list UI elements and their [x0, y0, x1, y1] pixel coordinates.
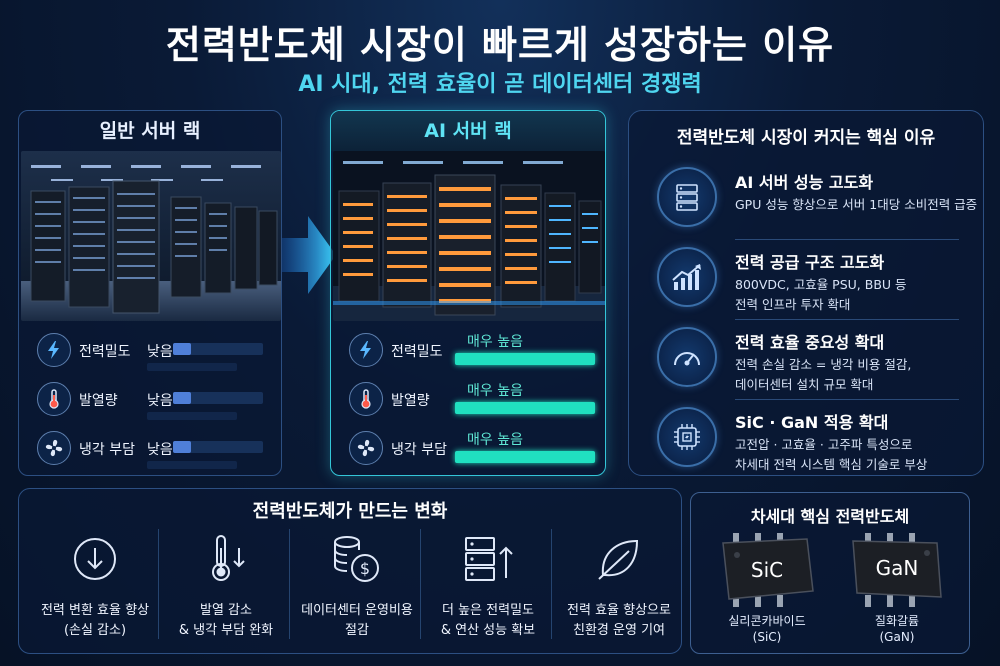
general-rack-image: [21, 151, 281, 321]
next-gen-title: 차세대 핵심 전력반도체: [750, 507, 910, 526]
reason-title: SiC · GaN 적용 확대: [735, 413, 889, 432]
metric-bar-shadow: [147, 412, 237, 420]
coins-dollar-icon: $: [291, 529, 423, 589]
metric-bar: [455, 353, 595, 365]
metric-bar: [455, 402, 595, 414]
svg-text:$: $: [360, 559, 370, 578]
metric-value: 낮음: [147, 393, 173, 409]
change-text: 발열 감소 & 냉각 부담 완화: [178, 603, 274, 638]
gauge-icon: [657, 327, 717, 387]
metric-label: 전력밀도: [391, 344, 443, 360]
changes-title: 전력반도체가 만드는 변화: [252, 501, 448, 522]
ai-rack-title: AI 서버 랙: [331, 111, 605, 151]
transition-arrow-icon: [282, 210, 338, 300]
metric-row: 냉각 부담 매우 높음: [349, 427, 595, 467]
metric-label: 전력밀도: [79, 344, 131, 360]
change-item: 전력 효율 향상으로 친환경 운영 기여: [553, 529, 685, 649]
core-reasons-panel: 전력반도체 시장이 커지는 핵심 이유 AI 서버 성능 고도화 GPU 성능 향…: [628, 110, 984, 476]
change-text: 전력 효율 향상으로 친환경 운영 기여: [567, 603, 671, 638]
metric-label: 발열량: [79, 393, 118, 409]
gan-chip-label: 질화갈륨 (GaN): [874, 614, 920, 644]
gan-chip-icon: GaN: [843, 529, 953, 611]
metric-label: 냉각 부담: [391, 442, 447, 458]
next-gen-panel: 차세대 핵심 전력반도체 SiC GaN 실리콘카바이드 (SiC) 질화갈륨 …: [690, 492, 970, 654]
down-arrow-circle-icon: [29, 529, 161, 589]
change-text: 더 높은 전력밀도 & 연산 성능 확보: [440, 603, 536, 638]
general-rack-title: 일반 서버 랙: [99, 120, 201, 142]
metric-row: 전력밀도 낮음: [37, 329, 271, 371]
metric-bar-shadow: [147, 363, 237, 371]
reason-title: 전력 효율 중요성 확대: [735, 333, 885, 352]
gan-chip-mark: GaN: [876, 556, 919, 580]
metric-value: 매우 높음: [467, 432, 523, 448]
lightning-icon: [349, 333, 383, 367]
metric-value: 낮음: [147, 344, 173, 360]
ai-rack-panel: AI 서버 랙: [330, 110, 606, 476]
reason-desc: 고전압 · 고효율 · 고주파 특성으로 차세대 전력 시스템 핵심 기술로 부…: [735, 437, 928, 472]
metric-bar-fill: [455, 402, 595, 414]
metric-row: 발열량 매우 높음: [349, 378, 595, 418]
metric-bar-fill: [173, 343, 191, 355]
fan-icon: [37, 431, 71, 465]
metric-bar: [173, 343, 263, 355]
metric-row: 전력밀도 매우 높음: [349, 329, 595, 369]
growth-chart-icon: [657, 247, 717, 307]
thermometer-icon: [349, 382, 383, 416]
reason-desc: 전력 손실 감소 = 냉각 비용 절감, 데이터센터 설치 규모 확대: [735, 357, 912, 392]
sic-chip-label: 실리콘카바이드 (SiC): [728, 614, 806, 644]
metric-bar-shadow: [147, 461, 237, 469]
metric-bar: [455, 451, 595, 463]
reason-item: AI 서버 성능 고도화 GPU 성능 향상으로 서버 1대당 소비전력 급증: [645, 161, 977, 241]
change-item: 더 높은 전력밀도 & 연산 성능 확보: [422, 529, 554, 649]
metric-value: 낮음: [147, 442, 173, 458]
leaf-icon: [553, 529, 685, 589]
change-item: 발열 감소 & 냉각 부담 완화: [160, 529, 292, 649]
page-title: 전력반도체 시장이 빠르게 성장하는 이유: [165, 23, 835, 67]
metric-value: 매우 높음: [467, 383, 523, 399]
ai-rack-image: [333, 151, 605, 321]
reason-desc: GPU 성능 향상으로 서버 1대당 소비전력 급증: [735, 197, 978, 212]
thermometer-icon: [37, 382, 71, 416]
sic-chip-icon: SiC: [711, 529, 821, 611]
metric-value: 매우 높음: [467, 334, 523, 350]
server-icon: [657, 167, 717, 227]
core-reasons-title: 전력반도체 시장이 커지는 핵심 이유: [676, 128, 936, 148]
chip-icon: [657, 407, 717, 467]
reason-title: AI 서버 성능 고도화: [735, 173, 874, 192]
page-subtitle: AI 시대, 전력 효율이 곧 데이터센터 경쟁력: [298, 72, 702, 97]
change-divider: [289, 529, 290, 639]
server-up-icon: [422, 529, 554, 589]
metric-bar-fill: [455, 451, 595, 463]
reason-divider: [735, 239, 959, 240]
change-text: 전력 변환 효율 향상 (손실 감소): [40, 603, 150, 638]
change-divider: [158, 529, 159, 639]
metric-label: 냉각 부담: [79, 442, 135, 458]
reason-divider: [735, 399, 959, 400]
change-item: $ 데이터센터 운영비용 절감: [291, 529, 423, 649]
change-item: 전력 변환 효율 향상 (손실 감소): [29, 529, 161, 649]
lightning-icon: [37, 333, 71, 367]
change-text: 데이터센터 운영비용 절감: [301, 603, 413, 638]
changes-panel: 전력반도체가 만드는 변화 전력 변환 효율 향상 (손실 감소) 발열 감소 &…: [18, 488, 682, 654]
reason-item: 전력 공급 구조 고도화 800VDC, 고효율 PSU, BBU 등 전력 인프…: [645, 241, 969, 321]
metric-bar: [173, 441, 263, 453]
fan-icon: [349, 431, 383, 465]
change-divider: [551, 529, 552, 639]
reason-title: 전력 공급 구조 고도화: [735, 253, 885, 272]
metric-bar-fill: [173, 392, 191, 404]
reason-divider: [735, 319, 959, 320]
sic-chip-mark: SiC: [751, 558, 783, 582]
reason-desc: 800VDC, 고효율 PSU, BBU 등 전력 인프라 투자 확대: [735, 277, 907, 312]
metric-bar: [173, 392, 263, 404]
metric-row: 냉각 부담 낮음: [37, 427, 271, 469]
thermometer-down-icon: [160, 529, 292, 589]
general-rack-panel: 일반 서버 랙: [18, 110, 282, 476]
metric-label: 발열량: [391, 393, 430, 409]
metric-bar-fill: [455, 353, 595, 365]
metric-row: 발열량 낮음: [37, 378, 271, 420]
metric-bar-fill: [173, 441, 191, 453]
change-divider: [420, 529, 421, 639]
